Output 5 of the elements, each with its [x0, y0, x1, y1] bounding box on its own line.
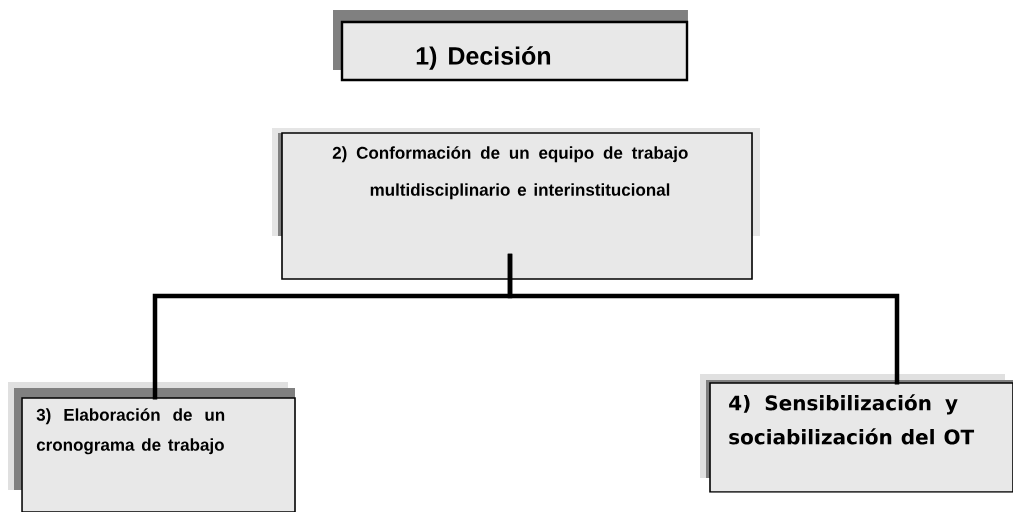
process-box: 3) Elaboración de un cronograma de trabajo	[8, 382, 296, 512]
process-box: 1) Decisión	[333, 10, 689, 82]
process-box: 2) Conformación de un equipo de trabajo multidisciplinario e interinstitucional	[272, 128, 760, 280]
connector-line	[507, 253, 900, 385]
process-box: 4) Sensibilización y sociabilización del OT	[700, 374, 1013, 493]
